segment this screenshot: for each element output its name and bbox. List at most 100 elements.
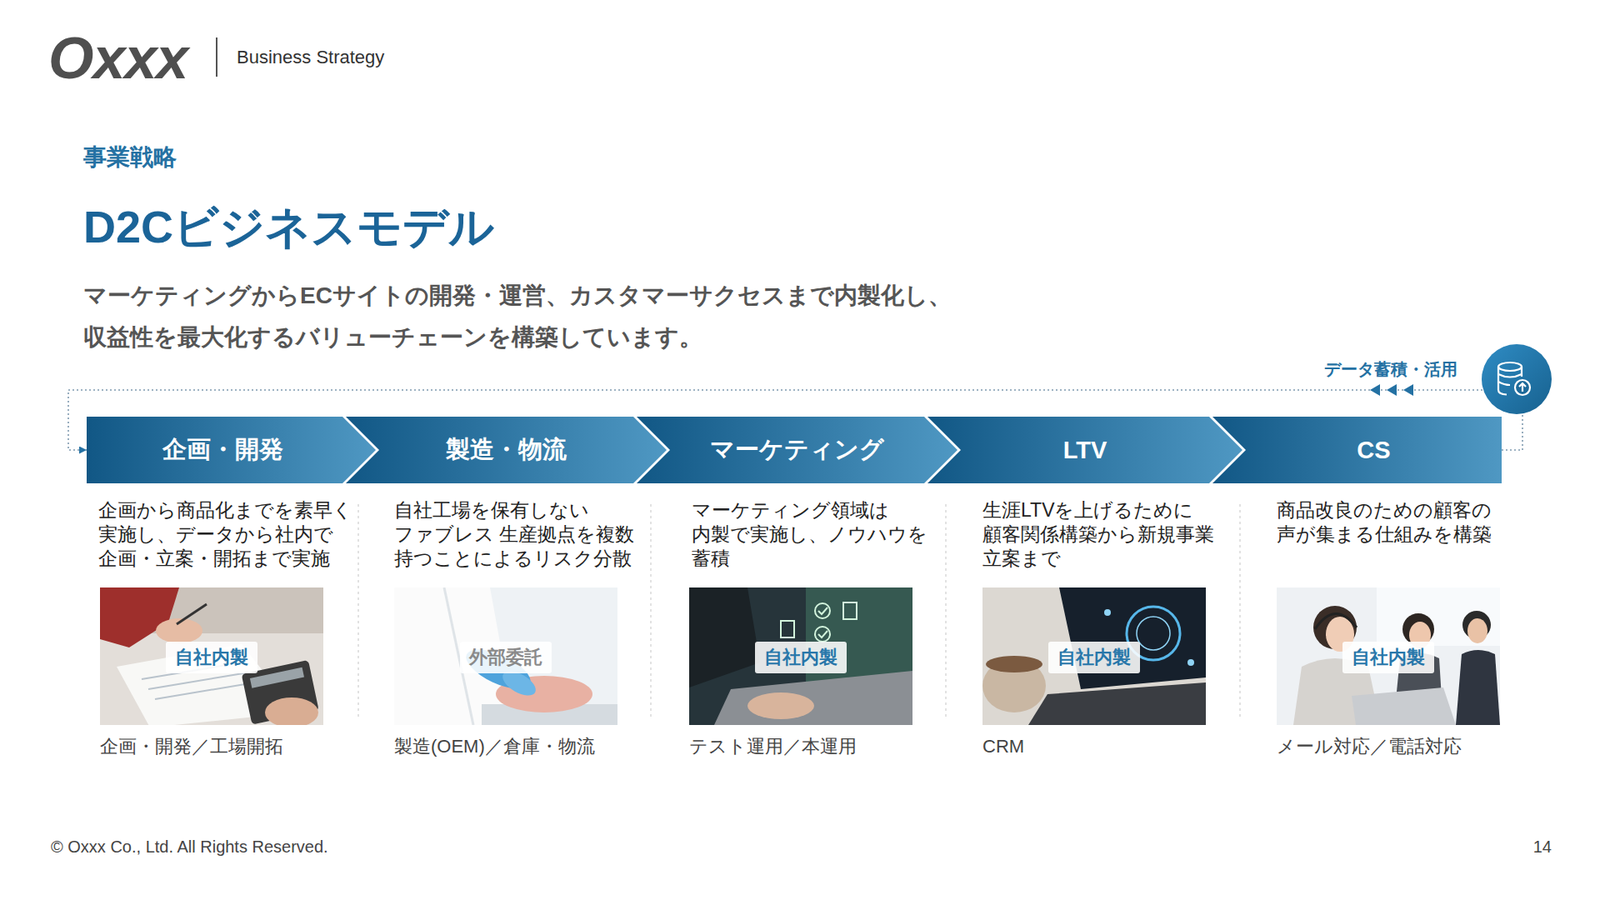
- person: [689, 587, 760, 688]
- check-icon: [815, 603, 830, 619]
- sourcing-badge: 自社内製: [165, 641, 258, 674]
- column-divider: [1239, 504, 1240, 717]
- photo-ground: [100, 587, 324, 725]
- step-heading: マーケティング: [710, 433, 885, 467]
- copyright: © Oxxx Co., Ltd. All Rights Reserved.: [50, 835, 329, 858]
- db-ring: [1498, 381, 1510, 385]
- badge-text: 外部委託: [469, 645, 543, 670]
- step-heading: 企画・開発: [162, 433, 284, 467]
- page-number: 14: [1533, 835, 1552, 858]
- logo: Oxxx: [48, 29, 188, 88]
- db-side: [1498, 366, 1507, 395]
- pen: [176, 604, 207, 625]
- process-chevron: LTV: [927, 416, 1243, 484]
- lead-text: マーケティングからECサイトの開発・運営、カスタマーサクセスまで内製化し、 収益…: [83, 275, 1109, 359]
- badge-text: 自社内製: [764, 645, 838, 670]
- check-mark: [818, 630, 828, 638]
- flow-arrow: [1370, 384, 1380, 396]
- step-caption: テスト運用／本運用: [689, 735, 857, 759]
- screen-graphic: [1104, 609, 1111, 616]
- person: [1455, 650, 1500, 725]
- logo-separator: [215, 37, 218, 77]
- upload-arrow: [1519, 383, 1526, 392]
- process-chevron: 製造・物流: [345, 416, 667, 484]
- step-caption: CRM: [982, 735, 1025, 759]
- keyboard: [1028, 682, 1206, 725]
- logo-subtitle: Business Strategy: [236, 46, 385, 69]
- flow-arrows: [1370, 384, 1414, 396]
- db-side: [1520, 366, 1523, 377]
- connector-label: データ蓄積・活用: [1321, 358, 1460, 380]
- sourcing-badge: 自社内製: [1048, 641, 1140, 674]
- slide-title: D2Cビジネスモデル: [83, 200, 495, 254]
- planning-photo: [100, 587, 324, 725]
- chevron-fill: [345, 416, 667, 484]
- process-chevron: 企画・開発: [86, 416, 376, 484]
- process-chevron: CS: [1212, 416, 1502, 484]
- photo-ground: [689, 587, 913, 725]
- step-heading: 製造・物流: [445, 433, 567, 467]
- chevron-fill: [1212, 416, 1502, 484]
- process-chevron: マーケティング: [636, 416, 958, 484]
- database-symbol: [1498, 362, 1530, 395]
- check-icons: [780, 602, 857, 642]
- desk: [100, 633, 324, 725]
- crm-photo: [982, 587, 1206, 725]
- step-caption: メール対応／電話対応: [1276, 735, 1462, 759]
- badge-text: 自社内製: [1351, 645, 1425, 670]
- hand: [747, 692, 815, 720]
- photo-ground: [1276, 587, 1500, 725]
- hair: [1402, 613, 1435, 645]
- flow-arrow: [1403, 384, 1414, 396]
- sourcing-badge: 外部委託: [460, 641, 552, 674]
- tray: [481, 704, 618, 725]
- column-divider: [357, 504, 359, 717]
- doc-icon: [843, 602, 857, 620]
- photo-ground: [394, 587, 618, 725]
- hand: [265, 697, 319, 725]
- section-label: 事業戦略: [83, 143, 177, 172]
- laptop-screen: [1059, 587, 1206, 690]
- step-description: 商品改良のための顧客の 声が集まる仕組みを構築: [1276, 498, 1527, 547]
- badge-text: 自社内製: [1057, 645, 1131, 670]
- chevron-fill: [86, 416, 376, 484]
- hair: [1462, 610, 1491, 640]
- sourcing-badge: 自社内製: [1342, 641, 1435, 674]
- screen-graphic: [1187, 659, 1195, 666]
- chevron-fill: [927, 416, 1243, 484]
- step-description: マーケティング領域は 内製で実施し、ノウハウを 蓄積: [691, 498, 942, 571]
- calculator-screen: [250, 667, 305, 689]
- step-caption: 製造(OEM)／倉庫・物流: [394, 735, 595, 759]
- step-description: 企画から商品化までを素早く 実施し、データから社内で 企画・立案・開拓まで実施: [98, 498, 353, 571]
- headset: [1315, 613, 1357, 630]
- step-heading: CS: [1356, 436, 1390, 465]
- flow-arrow: [1386, 384, 1397, 396]
- chevron-fill: [636, 416, 958, 484]
- support-photo: [1276, 587, 1500, 725]
- face: [1467, 618, 1488, 644]
- coffee-cup: [982, 659, 1046, 713]
- upload-badge: [1515, 380, 1530, 395]
- window: [1376, 587, 1500, 646]
- coffee: [985, 655, 1043, 673]
- sourcing-badge: 自社内製: [755, 641, 847, 674]
- icon-circle: [1481, 344, 1552, 415]
- paper: [116, 644, 296, 725]
- marketing-photo: [689, 587, 913, 725]
- column-divider: [650, 504, 651, 717]
- screen-graphic: [1136, 616, 1170, 650]
- step-caption: 企画・開発／工場開拓: [100, 735, 284, 759]
- db-top: [1498, 362, 1522, 371]
- db-ring: [1498, 374, 1522, 378]
- laptop: [1351, 687, 1456, 725]
- step-description: 生涯LTVを上げるために 顧客関係構築から新規事業 立案まで: [982, 498, 1233, 571]
- column-divider: [945, 504, 946, 717]
- laptop: [714, 670, 913, 725]
- check-mark: [818, 607, 828, 615]
- photo-ground: [982, 587, 1206, 725]
- check-icon: [815, 626, 830, 642]
- database-icon: [1481, 344, 1552, 415]
- badge-text: 自社内製: [175, 645, 249, 670]
- sleeve: [100, 587, 180, 648]
- doc-icon: [780, 620, 795, 638]
